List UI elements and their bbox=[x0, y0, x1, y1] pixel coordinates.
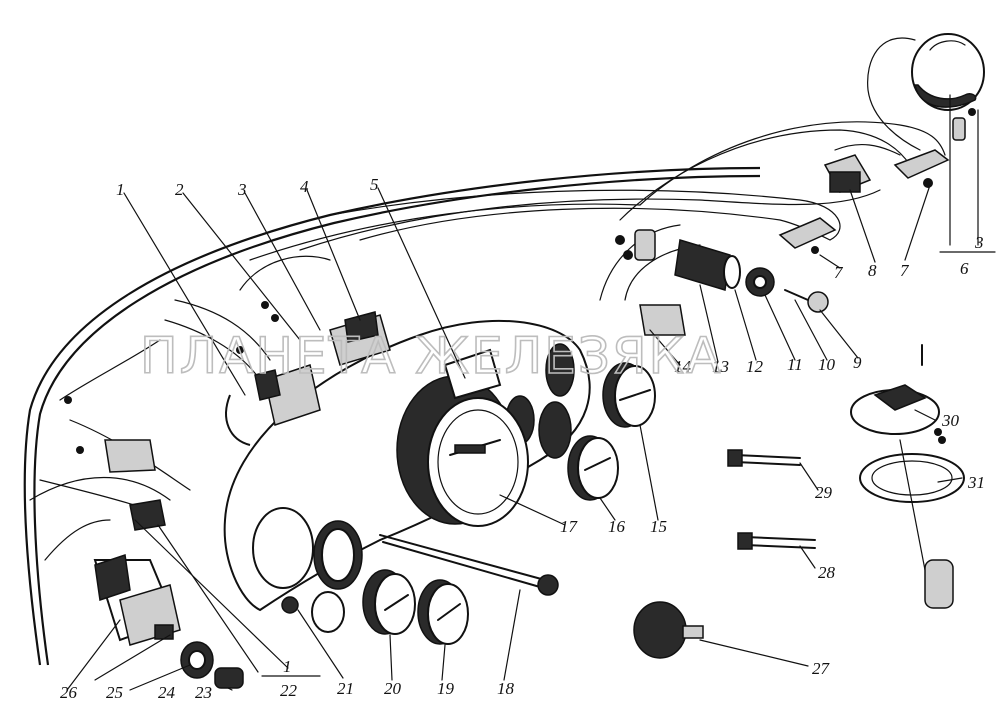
ignition-switch-parts bbox=[615, 229, 829, 336]
label-31: 31 bbox=[967, 473, 985, 492]
label-3-right: 3 bbox=[974, 233, 984, 252]
label-15: 15 bbox=[650, 517, 667, 536]
switch-blocks bbox=[778, 149, 950, 254]
callout-labels: 1 2 3 4 5 1 22 3 6 7 7 8 9 10 11 12 13 1… bbox=[60, 175, 985, 702]
label-6: 6 bbox=[960, 259, 969, 278]
label-23: 23 bbox=[195, 683, 212, 702]
label-28: 28 bbox=[818, 563, 836, 582]
leader-lines bbox=[66, 94, 996, 691]
label-16: 16 bbox=[608, 517, 626, 536]
label-21: 21 bbox=[337, 679, 354, 698]
label-18: 18 bbox=[497, 679, 515, 698]
watermark: ПЛАНЕТА ЖЕЛЕЗЯКА bbox=[140, 327, 722, 385]
label-10: 10 bbox=[818, 355, 836, 374]
senders bbox=[633, 449, 816, 659]
label-26: 26 bbox=[60, 683, 78, 702]
label-27: 27 bbox=[812, 659, 831, 678]
label-12: 12 bbox=[746, 357, 764, 376]
label-4: 4 bbox=[300, 177, 309, 196]
dome-lamp bbox=[867, 33, 985, 151]
upper-left-parts bbox=[64, 301, 502, 473]
label-22: 22 bbox=[280, 681, 298, 700]
label-17: 17 bbox=[560, 517, 579, 536]
label-14: 14 bbox=[674, 357, 692, 376]
label-1-bottom: 1 bbox=[283, 657, 292, 676]
switch-bracket bbox=[93, 499, 345, 689]
label-7a: 7 bbox=[900, 261, 910, 280]
label-7b: 7 bbox=[834, 263, 844, 282]
label-29: 29 bbox=[815, 483, 833, 502]
speedo-cable bbox=[379, 534, 559, 596]
label-11: 11 bbox=[787, 355, 803, 374]
label-3-top: 3 bbox=[237, 180, 247, 199]
label-8: 8 bbox=[868, 261, 877, 280]
label-2-top: 2 bbox=[175, 180, 184, 199]
label-9: 9 bbox=[853, 353, 862, 372]
label-20: 20 bbox=[384, 679, 402, 698]
label-25: 25 bbox=[106, 683, 123, 702]
label-19: 19 bbox=[437, 679, 455, 698]
label-13: 13 bbox=[712, 357, 729, 376]
label-1-top: 1 bbox=[116, 180, 125, 199]
gauges bbox=[362, 362, 656, 645]
label-5: 5 bbox=[370, 175, 379, 194]
label-30: 30 bbox=[941, 411, 960, 430]
label-24: 24 bbox=[158, 683, 176, 702]
speedometer bbox=[396, 375, 529, 527]
fuel-sender bbox=[850, 344, 965, 609]
